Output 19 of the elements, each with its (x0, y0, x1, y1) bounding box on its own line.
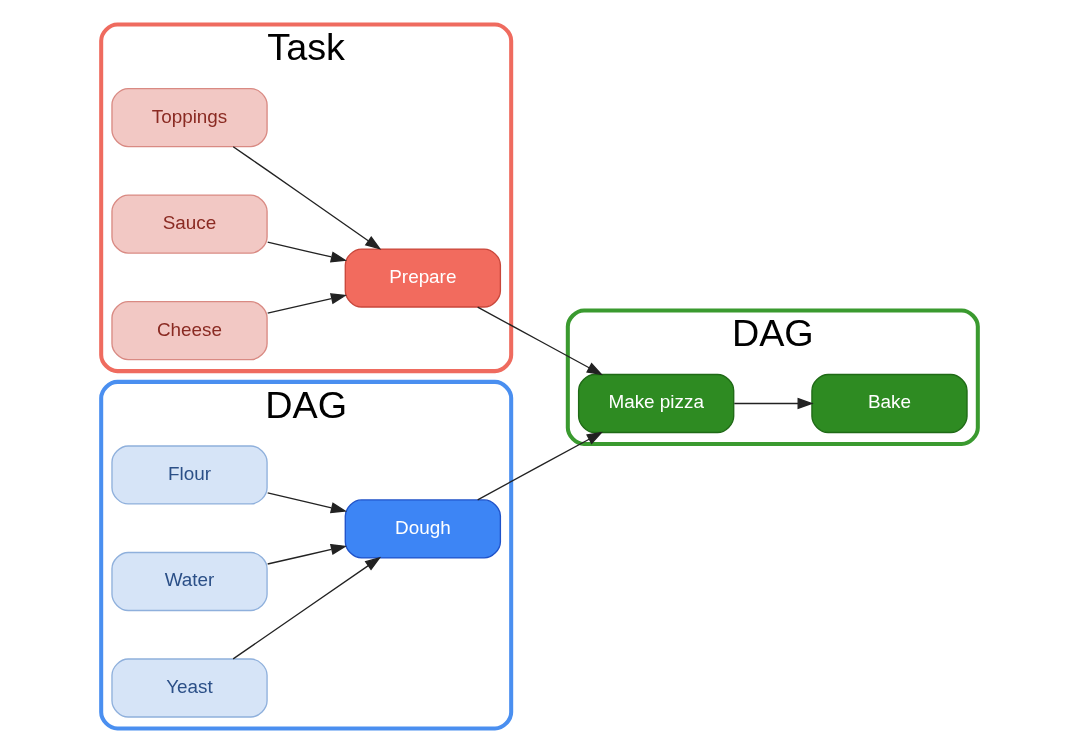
arrow (266, 492, 347, 514)
node-box: Bake (810, 373, 968, 434)
node-box: Yeast (110, 658, 268, 718)
arrow (232, 146, 381, 250)
arrow (476, 431, 603, 501)
arrow (266, 293, 347, 314)
arrow (266, 543, 347, 565)
arrow (232, 556, 381, 660)
node-box: Toppings (110, 87, 268, 148)
arrow (733, 397, 814, 410)
arrow (476, 306, 603, 376)
node-box: Cheese (110, 300, 268, 361)
node-box: Dough (344, 499, 501, 559)
node-box: Sauce (110, 194, 268, 254)
arrow (266, 241, 347, 263)
node-box: Prepare (344, 248, 501, 308)
node-box: Make pizza (577, 373, 734, 434)
node-box: Water (110, 551, 268, 612)
node-box: Flour (110, 445, 268, 505)
